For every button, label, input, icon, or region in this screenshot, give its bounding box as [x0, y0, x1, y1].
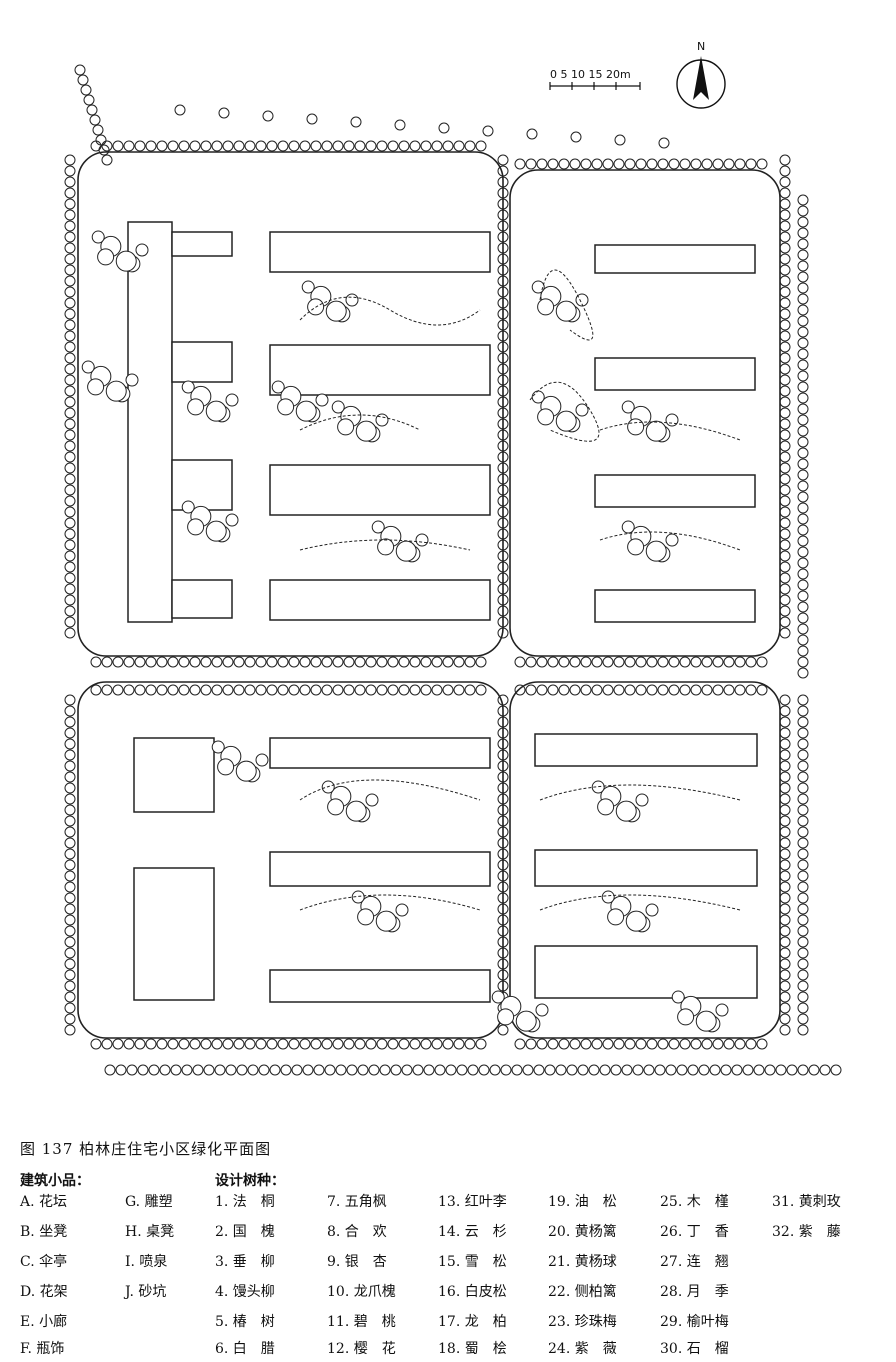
north-label: N [697, 40, 706, 53]
structures-title: 建筑小品： [20, 1173, 90, 1189]
legend-tree-item: 10. 龙爪槐 [327, 1284, 396, 1300]
legend-structure-item: I. 喷泉 [125, 1254, 168, 1270]
street-tree-rows [64, 64, 842, 1076]
legend-tree-item: 4. 馒头柳 [215, 1284, 275, 1300]
legend-structure-item: B. 坐凳 [20, 1224, 68, 1240]
legend-tree-item: 5. 椿 树 [215, 1314, 275, 1330]
legend-tree-item: 17. 龙 柏 [438, 1314, 507, 1330]
legend-tree-item: 22. 侧柏篱 [548, 1284, 617, 1300]
legend-tree-item: 19. 油 松 [548, 1194, 617, 1210]
trees-title: 设计树种： [215, 1173, 285, 1189]
legend-tree-item: 31. 黄刺玫 [772, 1194, 841, 1210]
scale-bar [549, 82, 641, 90]
legend-structure-item: E. 小廊 [20, 1314, 68, 1330]
legend-tree-item: 6. 白 腊 [215, 1341, 275, 1357]
garden-trees [81, 230, 729, 1033]
legend-tree-item: 9. 银 杏 [327, 1254, 387, 1270]
legend-tree-item: 12. 樱 花 [327, 1341, 396, 1357]
residential-buildings [127, 221, 758, 1003]
legend-tree-item: 13. 红叶李 [438, 1194, 507, 1210]
legend-structure-item: H. 桌凳 [125, 1224, 175, 1240]
block-outlines [77, 151, 781, 1039]
legend-tree-item: 20. 黄杨篱 [548, 1224, 617, 1240]
legend-structure-item: D. 花架 [20, 1284, 68, 1300]
legend-tree-item: 16. 白皮松 [438, 1284, 507, 1300]
legend-tree-item: 2. 国 槐 [215, 1224, 275, 1240]
legend-tree-item: 21. 黄杨球 [548, 1254, 617, 1270]
legend-tree-item: 3. 垂 柳 [215, 1254, 275, 1270]
figure-caption: 图 137 柏林庄住宅小区绿化平面图 [20, 1140, 272, 1158]
legend-structure-item: C. 伞亭 [20, 1254, 68, 1270]
legend-tree-item: 30. 石 榴 [660, 1341, 729, 1357]
legend-structure-item: A. 花坛 [20, 1194, 68, 1210]
legend-tree-item: 26. 丁 香 [660, 1224, 729, 1240]
site-plan [64, 56, 842, 1076]
legend-tree-item: 15. 雪 松 [438, 1254, 507, 1270]
legend-tree-item: 18. 蜀 桧 [438, 1341, 507, 1357]
legend-tree-item: 8. 合 欢 [327, 1224, 387, 1240]
legend-tree-item: 1. 法 桐 [215, 1194, 275, 1210]
north-arrow-icon [676, 56, 726, 109]
legend-tree-item: 25. 木 槿 [660, 1194, 729, 1210]
legend-tree-item: 23. 珍珠梅 [548, 1314, 617, 1330]
legend-tree-item: 27. 连 翘 [660, 1254, 729, 1270]
legend-tree-item: 32. 紫 藤 [772, 1224, 841, 1240]
legend-tree-item: 29. 榆叶梅 [660, 1314, 729, 1330]
scale-label: 0 5 10 15 20m [550, 68, 631, 81]
legend-tree-item: 28. 月 季 [660, 1284, 729, 1300]
legend-tree-item: 14. 云 杉 [438, 1224, 507, 1240]
garden-paths [299, 269, 741, 911]
legend-tree-item: 24. 紫 薇 [548, 1341, 617, 1357]
legend-tree-item: 7. 五角枫 [327, 1194, 387, 1210]
legend-structure-item: G. 雕塑 [125, 1194, 173, 1210]
legend-tree-item: 11. 碧 桃 [327, 1314, 396, 1330]
legend-structure-item: F. 瓶饰 [20, 1341, 65, 1357]
legend-structure-item: J. 砂坑 [125, 1284, 167, 1300]
